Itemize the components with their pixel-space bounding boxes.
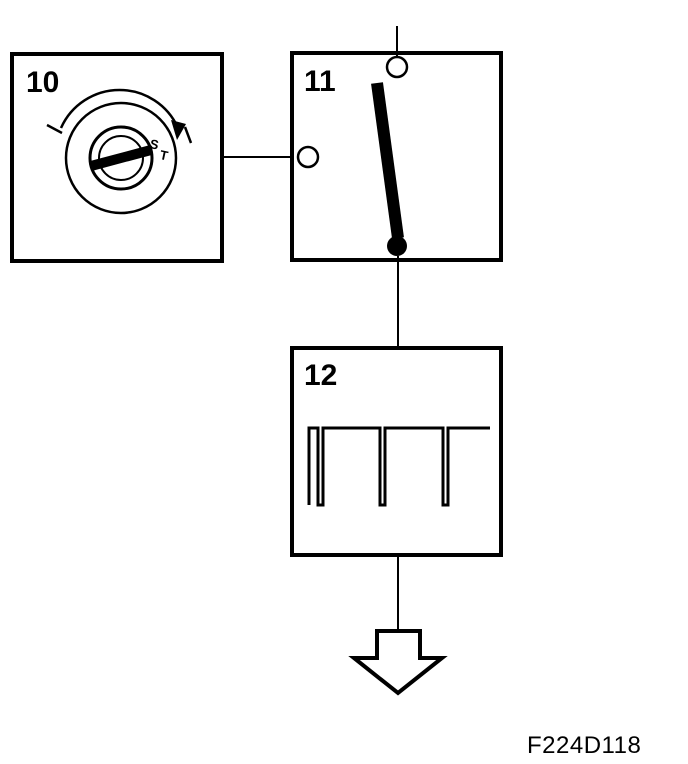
figure-code: F224D118	[527, 732, 642, 759]
switch-top-terminal	[385, 55, 409, 79]
block-switch: 11	[290, 26, 503, 262]
block-signal-label: 12	[304, 359, 337, 392]
switch-pivot-terminal	[387, 236, 407, 256]
key-mark-s: S	[148, 136, 160, 153]
block-signal-frame	[290, 346, 503, 557]
block-switch-label: 11	[304, 65, 336, 98]
square-wave-icon	[307, 426, 490, 507]
block-ignition: 10 S T	[10, 52, 224, 263]
block-signal: 12	[290, 346, 503, 557]
ignition-key-icon	[64, 101, 178, 215]
key-mark-t: T	[158, 147, 169, 163]
switch-lever-icon	[371, 82, 404, 239]
rotation-arrow-icon	[46, 88, 193, 144]
switch-left-terminal	[296, 145, 320, 169]
block-ignition-label: 10	[26, 66, 59, 99]
down-arrow-icon	[348, 629, 448, 696]
